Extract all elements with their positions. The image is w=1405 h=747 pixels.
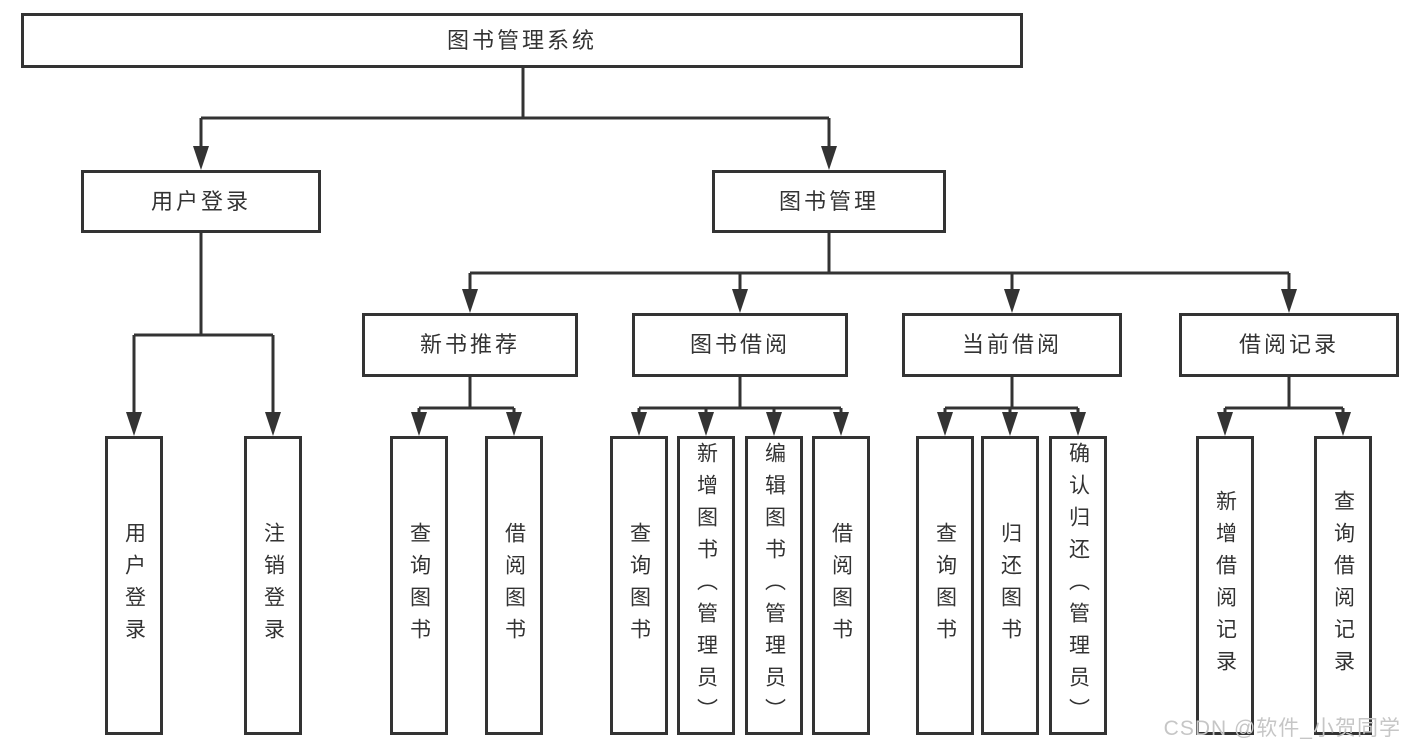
node-label: 新书推荐 (419, 332, 520, 357)
node-library-management-system: 图书管理系统 (21, 13, 1023, 68)
leaf-borrow-query-books: 查询图书 (610, 436, 668, 735)
leaf-current-return-books: 归还图书 (981, 436, 1039, 735)
node-user-login: 用户登录 (81, 170, 321, 233)
leaf-label: 编辑图书（管理员） (762, 441, 786, 730)
node-label: 图书管理 (778, 188, 879, 214)
leaf-label: 新增借阅记录 (1213, 489, 1237, 682)
node-current-borrowing: 当前借阅 (902, 313, 1122, 377)
leaf-borrow-edit-book-admin: 编辑图书（管理员） (745, 436, 803, 735)
leaf-newbook-borrow-books: 借阅图书 (485, 436, 543, 735)
node-label: 用户登录 (150, 188, 251, 214)
node-label: 图书借阅 (689, 332, 790, 357)
node-book-borrowing: 图书借阅 (632, 313, 848, 377)
leaf-borrow-borrow-books: 借阅图书 (812, 436, 870, 735)
leaf-current-confirm-return-admin: 确认归还（管理员） (1049, 436, 1107, 735)
leaf-label: 注销登录 (261, 521, 285, 650)
leaf-borrow-add-book-admin: 新增图书（管理员） (677, 436, 735, 735)
node-label: 图书管理系统 (446, 27, 597, 53)
leaf-label: 查询图书 (407, 521, 431, 650)
leaf-label: 查询借阅记录 (1331, 489, 1355, 682)
leaf-label: 用户登录 (122, 521, 146, 650)
leaf-label: 借阅图书 (829, 521, 853, 650)
leaf-label: 借阅图书 (502, 521, 526, 650)
node-label: 借阅记录 (1238, 332, 1339, 357)
leaf-newbook-query-books: 查询图书 (390, 436, 448, 735)
leaf-label: 确认归还（管理员） (1066, 441, 1090, 730)
leaf-records-query-borrow-record: 查询借阅记录 (1314, 436, 1372, 735)
leaf-label: 新增图书（管理员） (694, 441, 718, 730)
leaf-current-query-books: 查询图书 (916, 436, 974, 735)
node-label: 当前借阅 (961, 332, 1062, 357)
leaf-user-login: 用户登录 (105, 436, 163, 735)
arrowheads (126, 146, 1351, 436)
node-borrowing-records: 借阅记录 (1179, 313, 1399, 377)
leaf-logout: 注销登录 (244, 436, 302, 735)
node-book-management: 图书管理 (712, 170, 946, 233)
leaf-label: 查询图书 (933, 521, 957, 650)
leaf-label: 查询图书 (627, 521, 651, 650)
leaf-records-add-borrow-record: 新增借阅记录 (1196, 436, 1254, 735)
leaf-label: 归还图书 (998, 521, 1022, 650)
csdn-watermark: CSDN @软件_小贺同学 (1163, 717, 1401, 740)
node-new-book-recommendation: 新书推荐 (362, 313, 578, 377)
